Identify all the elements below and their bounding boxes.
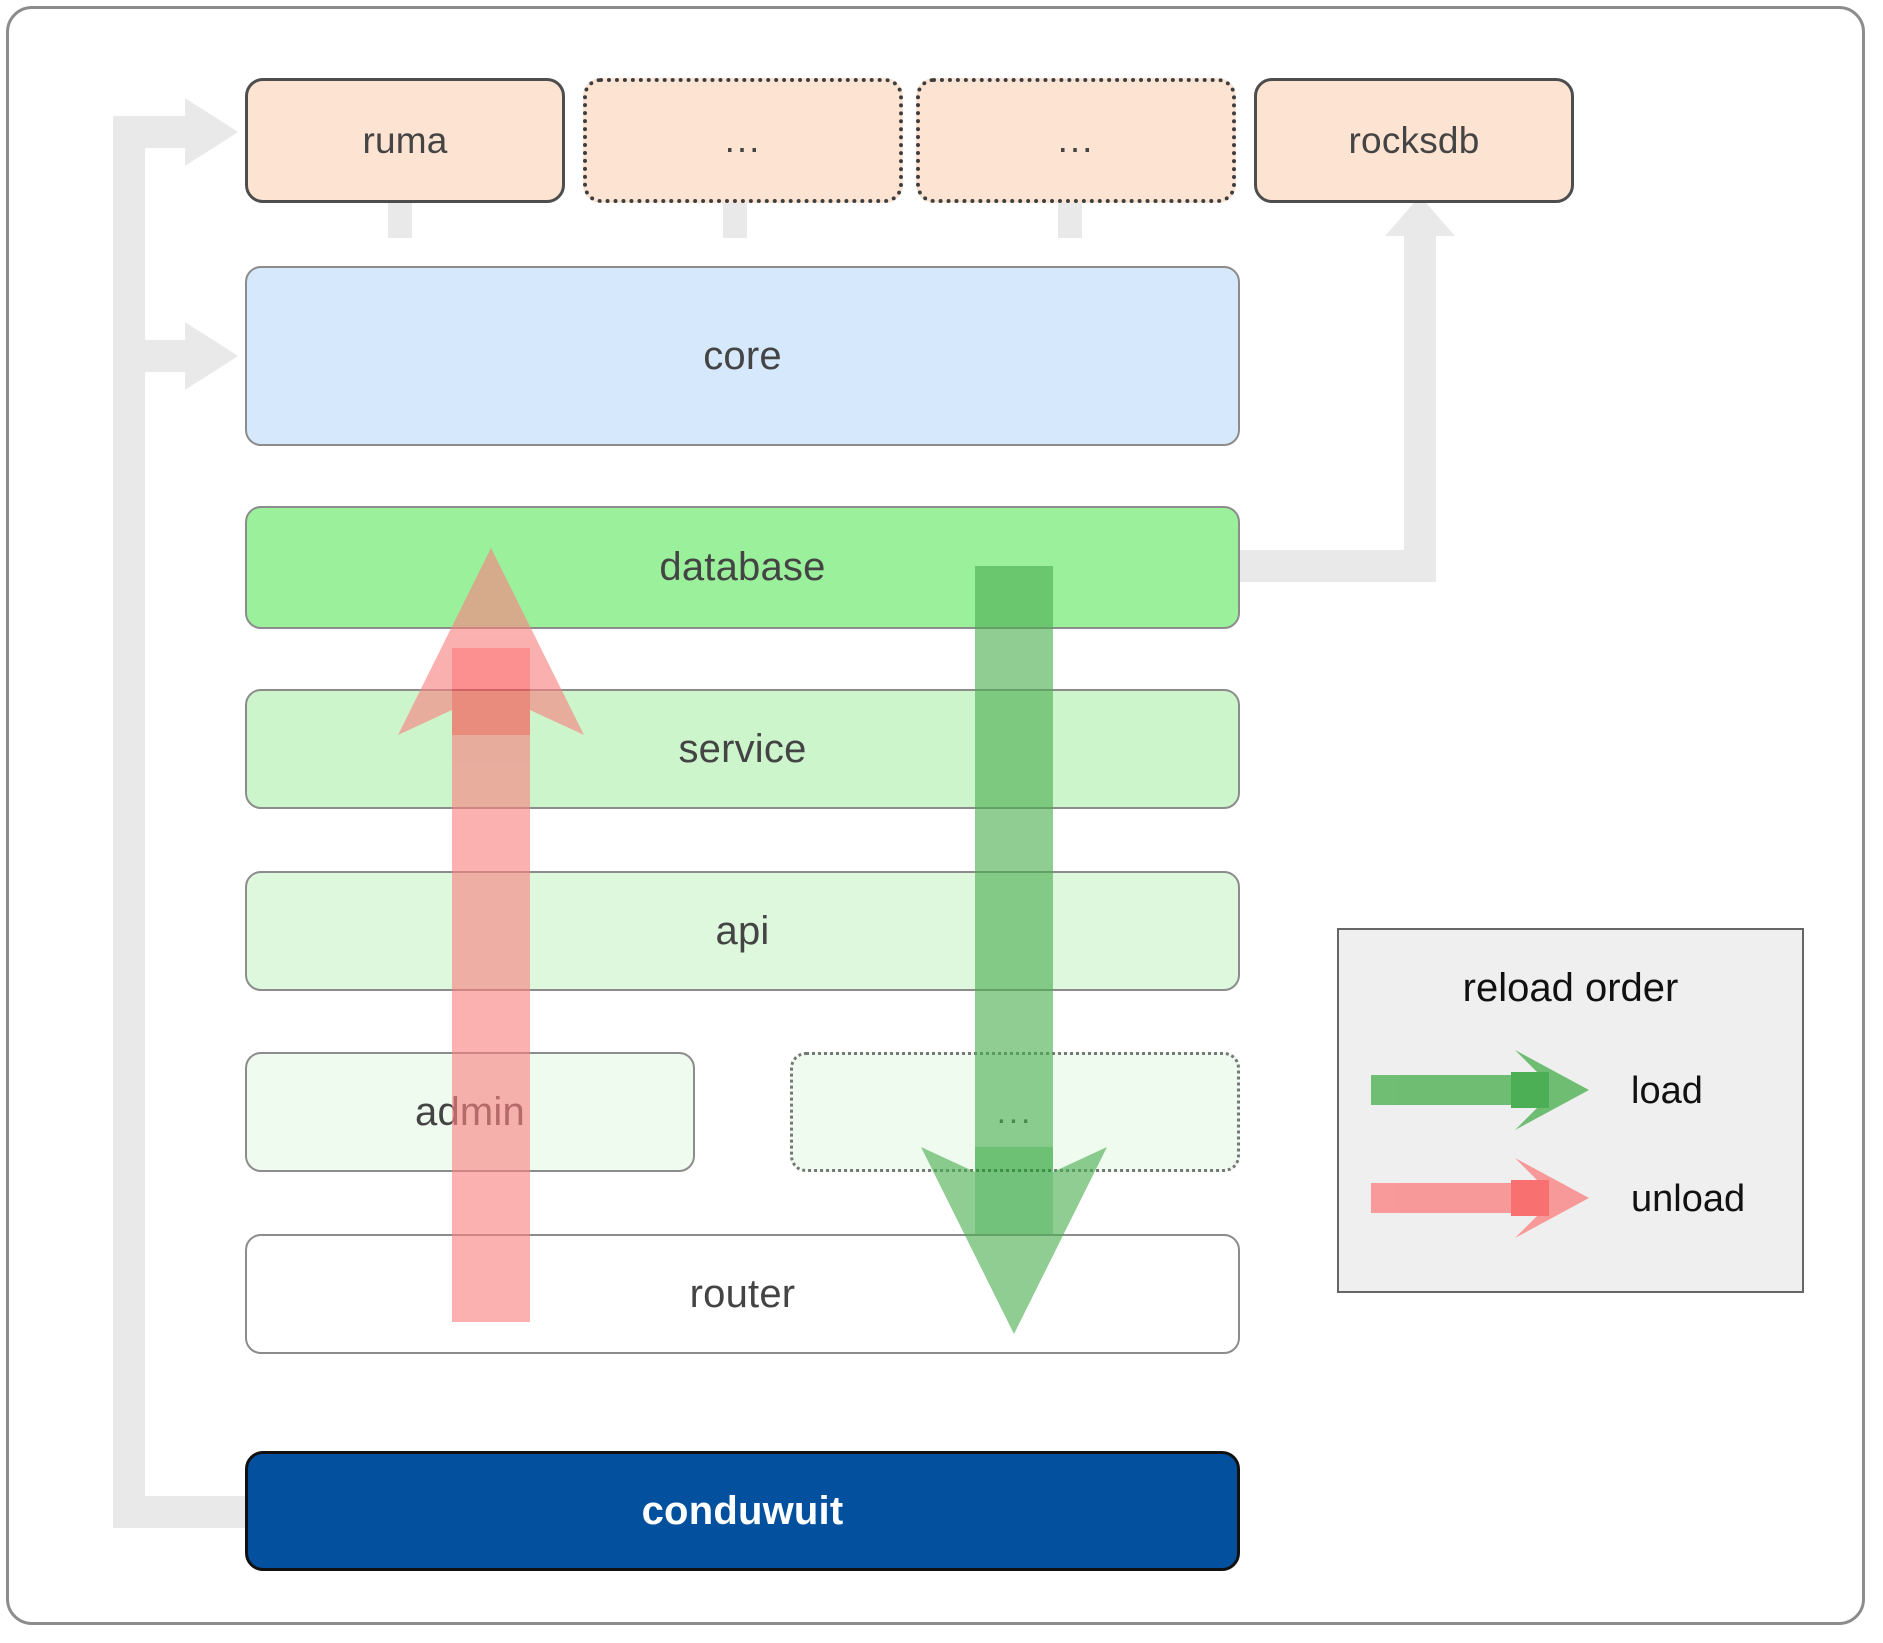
layer-node-router[interactable]: router <box>245 1234 1240 1354</box>
diagram-frame <box>6 6 1865 1625</box>
application-label-conduwuit: conduwuit <box>641 1488 844 1533</box>
legend-title: reload order <box>1462 966 1679 1010</box>
layer-node-database[interactable]: database <box>245 506 1240 629</box>
dependency-label-dep3: ... <box>1057 119 1095 161</box>
dependency-node-dep3[interactable]: ... <box>916 78 1236 203</box>
layer-label-more: ... <box>996 1093 1034 1131</box>
layer-node-more[interactable]: ... <box>790 1052 1240 1172</box>
layer-node-admin[interactable]: admin <box>245 1052 695 1172</box>
dependency-node-ruma[interactable]: ruma <box>245 78 565 203</box>
layer-label-admin: admin <box>415 1089 525 1134</box>
dependency-node-rocksdb[interactable]: rocksdb <box>1254 78 1574 203</box>
application-node-conduwuit[interactable]: conduwuit <box>245 1451 1240 1571</box>
legend-panel: reload order load unload <box>1337 928 1804 1293</box>
legend-label-unload: unload <box>1631 1178 1746 1220</box>
legend-label-load: load <box>1631 1070 1703 1112</box>
dependency-label-rocksdb: rocksdb <box>1348 119 1480 161</box>
legend-swatch-unload <box>1371 1158 1589 1238</box>
layer-node-core[interactable]: core <box>245 266 1240 446</box>
layer-node-api[interactable]: api <box>245 871 1240 991</box>
dependency-label-ruma: ruma <box>362 119 448 161</box>
layer-node-service[interactable]: service <box>245 689 1240 809</box>
layer-label-router: router <box>689 1271 796 1316</box>
legend-swatches <box>1371 1050 1589 1238</box>
layer-label-api: api <box>715 908 770 953</box>
layer-label-core: core <box>703 333 782 378</box>
layer-label-database: database <box>659 545 826 589</box>
dependency-label-dep2: ... <box>724 119 762 161</box>
legend-swatch-load <box>1371 1050 1589 1130</box>
layer-label-service: service <box>678 726 807 771</box>
dependency-node-dep2[interactable]: ... <box>583 78 903 203</box>
